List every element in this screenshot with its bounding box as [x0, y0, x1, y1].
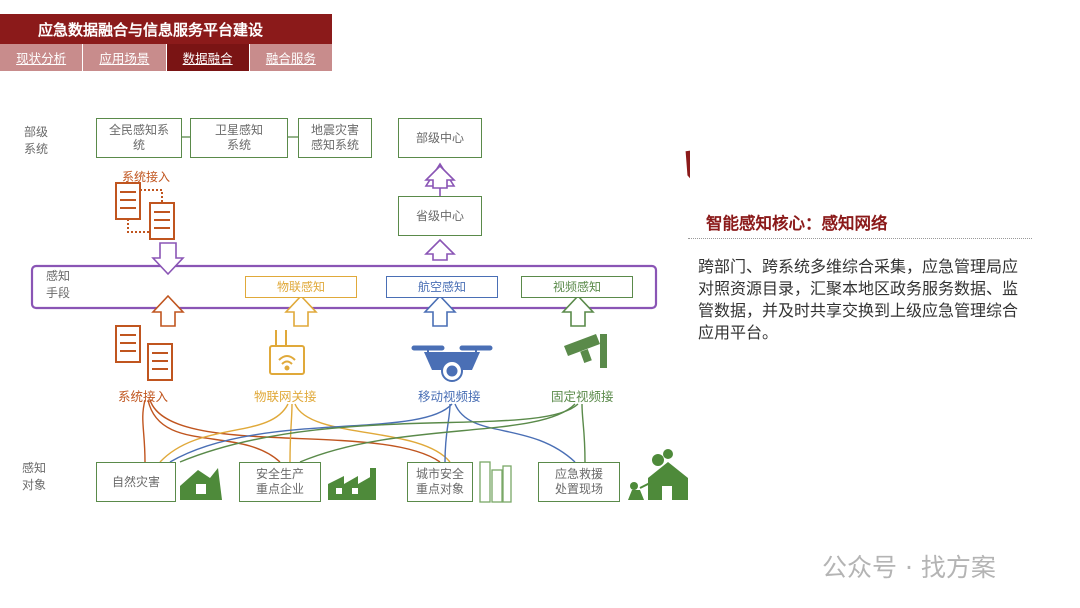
tab-status-analysis[interactable]: 现状分析	[16, 51, 67, 66]
object-box-safety-production: 安全生产 重点企业	[239, 462, 321, 502]
link-system-safety	[147, 399, 281, 463]
tab-bar: 现状分析 应用场景 数据融合 融合服务	[0, 44, 332, 71]
drone-icon	[411, 345, 493, 382]
page-title-text: 应急数据融合与信息服务平台建设	[38, 20, 264, 39]
firefighting-icon	[628, 449, 688, 500]
link-aerial-nature	[169, 403, 453, 463]
link-iot-nature	[159, 403, 289, 463]
arrow-up-icon	[424, 164, 456, 189]
means-frame	[30, 264, 658, 310]
camera-icon	[564, 334, 607, 368]
label-ministry-system: 部级 系统	[24, 125, 49, 156]
system-box-satellite: 卫星感知 系统	[190, 118, 288, 158]
label-perception-means: 感知 手段	[46, 269, 71, 300]
arrow-down-icon	[151, 242, 185, 276]
tab-scenarios[interactable]: 应用场景	[82, 44, 165, 71]
dotted-divider	[688, 238, 1032, 239]
server-icon	[115, 182, 175, 240]
provincial-center-box: 省级中心	[398, 196, 482, 236]
caption-system-access: 系统接入	[118, 389, 169, 404]
decorative-shape	[682, 147, 690, 183]
object-box-natural-disaster: 自然灾害	[96, 462, 176, 502]
object-box-urban-safety: 城市安全 重点对象	[407, 462, 473, 502]
arrow-up-icon	[561, 294, 595, 327]
arrow-up-icon	[423, 294, 457, 327]
link-video-safety	[299, 403, 576, 463]
arrow-up-icon	[151, 294, 185, 327]
page-title: 应急数据融合与信息服务平台建设	[0, 14, 332, 44]
buildings-icon	[479, 461, 512, 503]
system-box-public-perception: 全民感知系 统	[96, 118, 182, 158]
diagram-graphics	[30, 136, 690, 503]
link-system-urban	[149, 399, 441, 463]
caption-iot-gateway: 物联网关接	[254, 389, 317, 404]
tab-data-fusion[interactable]: 数据融合	[165, 44, 249, 71]
arrow-up-icon	[284, 294, 318, 327]
link-aerial-rescue	[454, 403, 576, 463]
link-iot-urban	[294, 403, 451, 463]
panel-body: 跨部门、跨系统多维综合采集，应急管理局应对照资源目录，汇聚本地区政务服务数据、监…	[698, 257, 1019, 342]
watermark: 公众号 · 找方案	[822, 553, 996, 582]
means-box-aerial: 航空感知	[386, 276, 498, 298]
factory-icon	[328, 468, 376, 500]
object-box-rescue-site: 应急救援 处置现场	[538, 462, 620, 502]
link-video-rescue	[581, 403, 586, 463]
landslide-icon	[180, 468, 222, 500]
arrow-up-icon	[424, 238, 456, 261]
link-iot-safety	[289, 403, 293, 463]
means-box-iot: 物联感知	[245, 276, 357, 298]
label-perception-objects: 感知 对象	[22, 461, 47, 492]
system-box-earthquake: 地震灾害 感知系统	[298, 118, 372, 158]
router-icon	[269, 330, 305, 375]
caption-fixed-video: 固定视频接	[551, 389, 614, 404]
means-box-video: 视频感知	[521, 276, 633, 298]
ministry-center-box: 部级中心	[398, 118, 482, 158]
server-icon	[115, 325, 173, 381]
tab-fusion-service[interactable]: 融合服务	[248, 44, 332, 71]
caption-mobile-video: 移动视频接	[418, 389, 481, 404]
link-aerial-urban	[444, 403, 451, 463]
link-system-nature	[142, 399, 146, 463]
top-access-label: 系统接入	[122, 170, 171, 184]
panel-heading: 智能感知核心：感知网络	[706, 214, 888, 233]
link-video-nature	[179, 403, 579, 463]
